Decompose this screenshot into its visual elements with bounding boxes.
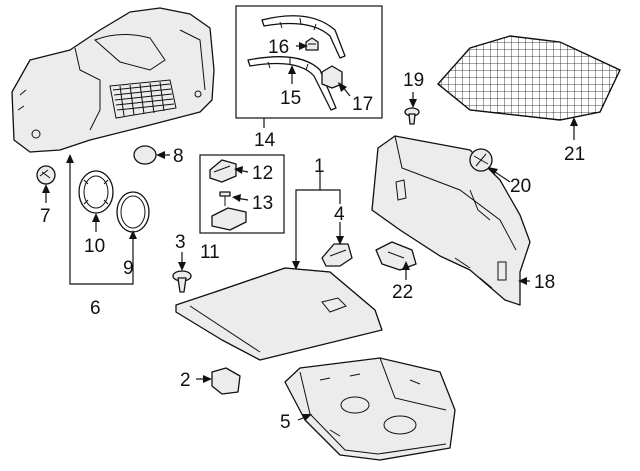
callout-20: 20 <box>510 176 531 197</box>
hook-4 <box>321 243 353 267</box>
striker <box>211 207 247 231</box>
callout-1: 1 <box>314 156 325 177</box>
cap-8 <box>133 145 157 165</box>
callout-2: 2 <box>180 370 191 391</box>
cargo-net-21 <box>436 35 621 121</box>
callout-4: 4 <box>334 204 345 225</box>
trim-strip-upper <box>261 15 346 59</box>
screw-13 <box>219 191 231 206</box>
leader-lines <box>42 42 578 421</box>
callout-10: 10 <box>84 236 105 257</box>
ring-10 <box>78 170 114 214</box>
left-quarter-trim-panel <box>11 7 215 153</box>
seal-9 <box>116 191 150 233</box>
trim-strip-lower <box>247 56 337 111</box>
callout-16: 16 <box>268 37 289 58</box>
bracket-2 <box>211 367 241 395</box>
bracket-22 <box>375 241 417 271</box>
storage-tray-5 <box>284 357 456 461</box>
callout-17: 17 <box>352 94 373 115</box>
callout-14: 14 <box>254 130 276 151</box>
callout-6: 6 <box>90 298 101 319</box>
floor-cover-1 <box>175 267 383 361</box>
fastener-3 <box>172 270 192 293</box>
callout-8: 8 <box>173 146 184 167</box>
cap-7 <box>36 165 56 185</box>
callout-13: 13 <box>252 193 273 214</box>
rear-trim-panel-18 <box>371 135 531 306</box>
callout-21: 21 <box>564 144 585 165</box>
callout-9: 9 <box>123 258 134 279</box>
callout-22: 22 <box>392 282 413 303</box>
cap-20 <box>469 148 493 172</box>
callout-5: 5 <box>280 412 291 433</box>
callout-3: 3 <box>175 232 186 253</box>
latch-group-11 <box>199 154 285 234</box>
callout-18: 18 <box>534 272 555 293</box>
clip-19 <box>404 107 420 125</box>
callout-15: 15 <box>280 88 301 109</box>
callout-7: 7 <box>40 206 51 227</box>
inset-box <box>235 5 383 119</box>
callout-19: 19 <box>403 70 424 91</box>
callout-12: 12 <box>252 163 273 184</box>
callout-labels: 1 2 3 4 5 6 7 8 9 10 11 12 13 14 15 16 1… <box>40 37 585 433</box>
clip-16 <box>305 37 319 51</box>
latch-12 <box>209 159 237 183</box>
callout-11: 11 <box>200 242 220 263</box>
bracket-17 <box>321 65 343 89</box>
